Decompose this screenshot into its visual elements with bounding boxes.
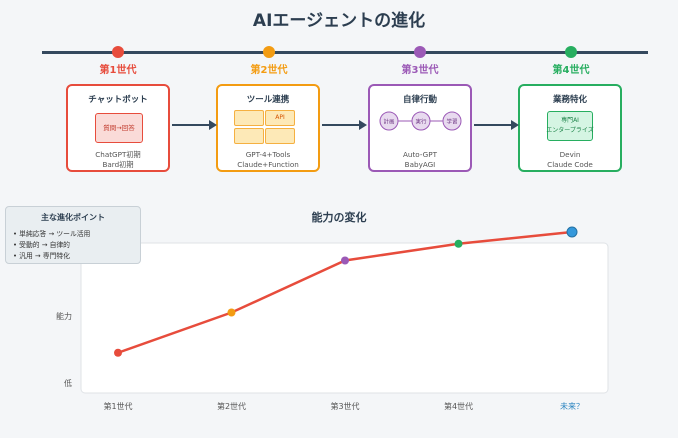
api-label: API <box>275 114 285 121</box>
tool-block-3 <box>265 128 295 144</box>
legend-item-1: • 単純応答 → ツール活用 <box>13 230 91 238</box>
gen4-label: 第4世代 <box>552 65 590 76</box>
gen1-card-title: チャットボット <box>88 95 148 105</box>
gen2-label: 第2世代 <box>250 65 288 76</box>
data-point-4 <box>454 239 463 248</box>
gen1-desc-line2: Bard初期 <box>102 160 134 169</box>
legend-item-3: • 汎用 → 専門特化 <box>13 252 70 260</box>
gen3-card-desc: Auto-GPT BabyAGI <box>370 150 470 170</box>
gen2-card-title: ツール連携 <box>246 95 290 105</box>
autonomy-cycle: 計画 実行 学習 <box>379 111 462 131</box>
gen2-desc-line2: Claude+Function <box>237 160 299 169</box>
tool-block-1 <box>234 110 264 126</box>
gen3-card-title: 自律行動 <box>402 95 437 105</box>
gen1-dot <box>112 46 124 58</box>
gen4-card-title: 業務特化 <box>552 95 587 105</box>
y-tick-label-1: 低 <box>64 378 72 388</box>
api-block: API <box>265 110 295 126</box>
gen4-card: 業務特化 専門AI エンタープライズ Devin Claude Code <box>518 84 622 172</box>
gen4-desc-line1: Devin <box>559 150 581 159</box>
arrow-gen2-gen3 <box>322 120 367 130</box>
execute-label: 実行 <box>415 118 427 126</box>
gen3-dot <box>414 46 426 58</box>
gen2-desc-line1: GPT-4+Tools <box>245 150 291 159</box>
gen2-card: ツール連携 API GPT-4+Tools Claude+Function <box>216 84 320 172</box>
enterprise-label: エンタープライズ <box>546 127 594 134</box>
chart-title: 能力の変化 <box>311 211 367 224</box>
data-point-1 <box>114 348 122 357</box>
evolution-points-legend: 主な進化ポイント • 単純応答 → ツール活用 • 受動的 → 自律的 • 汎用… <box>5 206 141 264</box>
arrow-gen1-gen2 <box>172 120 217 130</box>
legend-title: 主な進化ポイント <box>41 213 105 222</box>
timeline-line <box>42 51 648 54</box>
gen2-dot <box>263 46 275 58</box>
chart-plot-area <box>80 242 609 394</box>
qa-box: 質問→回答 <box>95 113 143 143</box>
learn-node <box>442 111 462 131</box>
tool-block-2 <box>234 128 264 144</box>
gen3-desc-line1: Auto-GPT <box>403 150 437 159</box>
x-tick-label-5: 未来？ <box>560 401 584 411</box>
gen1-card: チャットボット 質問→回答 ChatGPT初期 Bard初期 <box>66 84 170 172</box>
gen1-label: 第1世代 <box>99 65 137 76</box>
gen2-card-desc: GPT-4+Tools Claude+Function <box>218 150 318 170</box>
y-tick-label-2: 能力 <box>56 311 72 321</box>
gen4-card-desc: Devin Claude Code <box>520 150 620 170</box>
data-point-2 <box>227 308 236 317</box>
plan-label: 計画 <box>383 118 394 126</box>
gen4-dot <box>565 46 577 58</box>
enterprise-box: 専門AI エンタープライズ <box>546 111 594 141</box>
data-point-3 <box>341 256 349 265</box>
gen3-card: 自律行動 計画 実行 学習 Auto-GPT BabyAGI <box>368 84 472 172</box>
page-title: AIエージェントの進化 <box>252 11 426 31</box>
execute-node <box>411 111 431 131</box>
x-tick-label-4: 第4世代 <box>444 401 473 411</box>
x-tick-label-2: 第2世代 <box>217 401 246 411</box>
gen1-card-desc: ChatGPT初期 Bard初期 <box>68 150 168 170</box>
gen4-desc-line2: Claude Code <box>547 160 593 169</box>
gen3-desc-line2: BabyAGI <box>404 160 436 169</box>
x-tick-label-1: 第1世代 <box>103 401 132 411</box>
learn-label: 学習 <box>446 118 457 126</box>
plan-node <box>379 111 399 131</box>
x-tick-label-3: 第3世代 <box>330 401 359 411</box>
gen1-desc-line1: ChatGPT初期 <box>95 150 141 159</box>
gen3-label: 第3世代 <box>401 65 439 76</box>
legend-item-2: • 受動的 → 自律的 <box>13 241 70 249</box>
qa-box-text: 質問→回答 <box>103 124 135 132</box>
data-point-5 <box>566 226 578 238</box>
specialized-ai-label: 専門AI <box>561 117 579 124</box>
arrow-gen3-gen4 <box>474 120 519 130</box>
